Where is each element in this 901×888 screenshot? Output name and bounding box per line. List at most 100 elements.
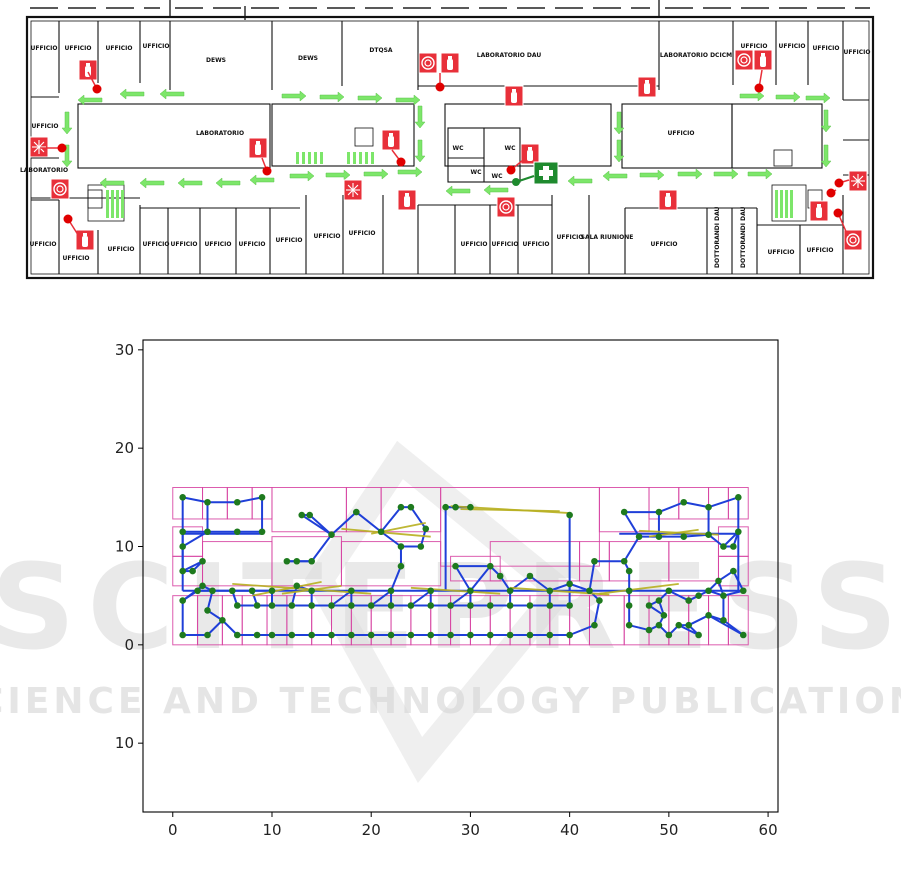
graph-edge — [549, 582, 570, 592]
graph-node — [625, 602, 633, 609]
route-arrow — [249, 174, 275, 186]
graph-node — [194, 587, 201, 595]
graph-node — [367, 631, 375, 639]
graph-node — [546, 602, 554, 609]
graph-edge — [529, 575, 551, 592]
room-label-r3: UFFICIO — [105, 45, 132, 52]
graph-node — [189, 567, 196, 575]
x-tick-label: 50 — [659, 821, 678, 839]
alternative-edge — [251, 581, 322, 597]
room-label-r15: LABORATORIO — [20, 167, 68, 174]
stair-treads — [106, 152, 793, 218]
graph-node — [179, 543, 186, 550]
plot-svg: SCITEPRESS SCIENCE AND TECHNOLOGY PUBLIC… — [0, 339, 901, 839]
graph-node — [625, 567, 633, 575]
graph-node — [506, 587, 514, 595]
route-arrow — [397, 166, 423, 178]
graph-node — [739, 587, 747, 595]
graph-node — [591, 621, 598, 629]
room-label-r22: UFFICIO — [170, 241, 197, 248]
graph-node — [219, 616, 226, 624]
graph-edge — [355, 511, 382, 533]
graph-node — [233, 602, 241, 609]
x-tick-label: 20 — [362, 821, 381, 839]
graph-node — [397, 503, 405, 511]
graph-node — [506, 602, 514, 609]
alternative-edge — [599, 582, 679, 595]
graph-node — [620, 508, 628, 516]
alarm-icon — [29, 136, 49, 158]
y-tick-label: 10 — [115, 538, 134, 556]
room-rect — [172, 487, 204, 520]
graph-node — [204, 498, 211, 506]
graph-node — [233, 528, 241, 536]
room-label-r23: UFFICIO — [204, 241, 231, 248]
location-pin-icon — [834, 178, 844, 188]
graph-node — [720, 543, 727, 550]
watermark-subtitle-text: SCIENCE AND TECHNOLOGY PUBLICATIONS — [0, 681, 901, 722]
first-aid-sign — [512, 161, 559, 186]
graph-node — [233, 498, 241, 506]
graph-edge — [330, 589, 352, 607]
room-label-r7: DTQSA — [369, 47, 392, 54]
room-label-r32: SALA RIUNIONE — [581, 234, 634, 241]
route-arrow — [805, 92, 831, 104]
graph-node — [199, 582, 206, 590]
graph-edge — [310, 534, 333, 562]
route-arrow — [281, 90, 307, 102]
route-arrow — [77, 94, 103, 106]
alternative-edge — [460, 508, 560, 512]
graph-node — [442, 503, 449, 511]
graph-node — [209, 587, 216, 595]
route-arrow — [215, 177, 241, 189]
graph-node — [233, 631, 241, 639]
room-label-r35: UFFICIO — [806, 247, 833, 254]
location-pin-icon — [826, 188, 836, 198]
graph-node — [328, 602, 335, 609]
room-label-dottorandi-2: DOTTORANDI DAU — [740, 206, 747, 268]
graph-edge — [221, 619, 238, 636]
location-pin-icon — [506, 165, 516, 175]
graph-node — [367, 602, 375, 609]
graph-node — [387, 631, 395, 639]
graph-node — [546, 631, 554, 639]
graph-edge — [449, 589, 472, 607]
graph-node — [566, 580, 573, 588]
graph-node — [179, 597, 186, 604]
graph-node — [526, 631, 534, 639]
graph-node — [308, 631, 315, 639]
route-arrow — [602, 170, 628, 182]
graph-node — [655, 508, 663, 516]
route-arrow — [677, 168, 703, 180]
graph-edge — [206, 619, 224, 636]
graph-edge — [182, 560, 203, 572]
extinguisher-icon — [809, 200, 829, 222]
route-arrow — [483, 184, 509, 196]
room-label-r26: UFFICIO — [313, 233, 340, 240]
extinguisher-icon — [658, 189, 678, 211]
route-arrow — [820, 109, 832, 133]
x-tick-label: 10 — [262, 821, 281, 839]
room-label-r34: UFFICIO — [767, 249, 794, 256]
graph-edge — [410, 506, 427, 530]
graph-node — [620, 557, 628, 565]
graph-node — [596, 597, 603, 604]
graph-node — [695, 631, 702, 639]
graph-node — [268, 587, 276, 595]
graph-node — [407, 503, 415, 511]
graph-edge — [309, 514, 333, 536]
graph-node — [407, 602, 415, 609]
alarm-icon — [343, 179, 363, 201]
graph-node — [675, 621, 683, 629]
extinguisher-icon — [637, 76, 657, 98]
route-arrow — [414, 139, 426, 163]
graph-node — [705, 612, 712, 619]
graph-node — [655, 533, 663, 540]
room-rect — [717, 555, 749, 587]
room-rectangles — [172, 487, 749, 646]
graph-edge — [380, 530, 402, 548]
graph-node — [407, 631, 415, 639]
graph-node — [730, 543, 737, 550]
graph-edge — [182, 496, 208, 504]
